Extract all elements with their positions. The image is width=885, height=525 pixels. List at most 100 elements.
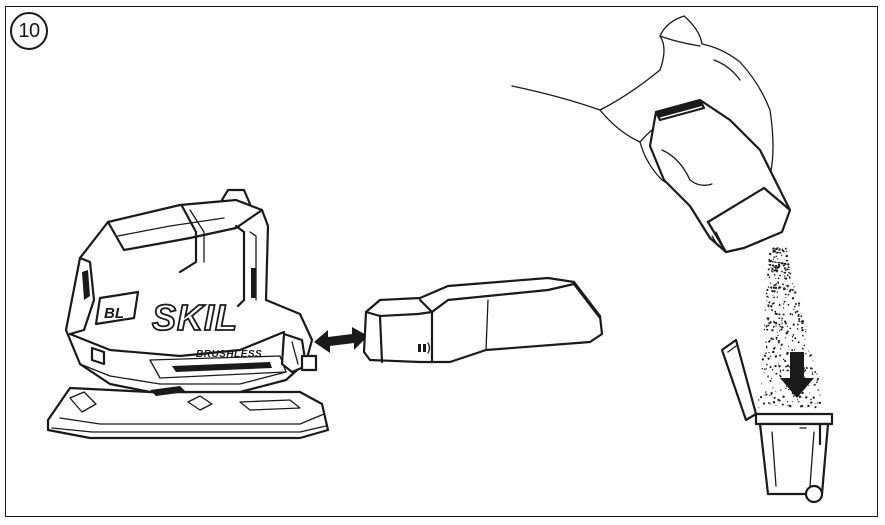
dust-particle: [794, 311, 797, 314]
dust-particle: [780, 389, 782, 391]
dust-particle: [771, 286, 773, 288]
dust-particle: [763, 324, 766, 326]
dust-particle: [770, 287, 773, 289]
dust-particle: [781, 403, 784, 406]
dust-particle: [778, 248, 781, 251]
dust-particle: [803, 344, 806, 347]
dust-particle: [775, 372, 778, 375]
dust-particle: [771, 268, 774, 271]
dust-particle: [771, 368, 774, 371]
dust-particle: [780, 343, 783, 346]
dust-particle: [788, 290, 791, 293]
dust-particle: [765, 393, 768, 396]
dust-particle: [772, 261, 774, 263]
dust-particle: [777, 363, 780, 365]
dust-particle: [774, 286, 778, 290]
dust-particle: [779, 369, 782, 371]
dust-particle: [764, 394, 766, 396]
dust-particle: [775, 325, 777, 327]
dust-particle: [771, 289, 774, 293]
dust-particle: [769, 355, 772, 357]
dust-particle: [780, 345, 782, 347]
dust-particle: [810, 401, 813, 404]
dust-particle: [779, 370, 782, 373]
dust-particle: [766, 300, 768, 302]
dust-particle: [791, 336, 794, 338]
dust-particle: [784, 262, 787, 266]
dust-particle: [775, 322, 778, 325]
dust-particle: [769, 260, 772, 263]
dust-particle: [765, 391, 767, 393]
dust-particle: [801, 396, 803, 398]
dust-particle: [789, 272, 792, 275]
dust-particle: [773, 256, 776, 258]
dust-particle: [764, 309, 767, 311]
dust-particle: [769, 321, 772, 324]
dust-particle: [773, 273, 776, 276]
dust-particle: [779, 354, 782, 357]
dust-particle: [777, 263, 781, 266]
dust-particle: [768, 276, 770, 279]
dust-particle: [788, 268, 790, 271]
dust-particle: [783, 271, 785, 274]
dust-particle: [797, 313, 800, 316]
dust-particle: [778, 330, 781, 332]
dust-particle: [783, 300, 786, 303]
dust-particle: [789, 327, 791, 330]
dust-particle: [762, 402, 765, 405]
dust-particle: [798, 302, 801, 305]
dust-particle: [778, 286, 780, 289]
dust-particle: [805, 328, 807, 331]
dust-particle: [770, 305, 773, 308]
dust-particle: [770, 393, 772, 396]
dust-particle: [773, 320, 775, 323]
dust-particle: [769, 252, 772, 256]
bl-badge-text: BL: [104, 305, 124, 322]
dust-particle: [798, 321, 800, 323]
dust-particle: [786, 325, 788, 328]
dust-particle: [763, 328, 766, 331]
dust-particle: [765, 292, 768, 295]
dust-particle: [804, 369, 807, 372]
dust-particle: [771, 309, 773, 312]
dust-particle: [803, 371, 806, 373]
dust-particle: [788, 404, 790, 406]
dust-particle: [787, 388, 790, 391]
dust-particle: [786, 351, 789, 355]
trash-bin-icon: [720, 338, 834, 504]
dust-particle: [797, 315, 800, 318]
dust-particle: [801, 326, 803, 329]
dust-particle: [784, 359, 787, 363]
dust-particle: [779, 375, 782, 378]
dust-particle: [767, 296, 769, 298]
dust-particle: [775, 269, 779, 272]
dust-particle: [773, 249, 776, 252]
dust-particle: [798, 317, 801, 321]
dust-particle: [787, 266, 790, 269]
dust-particle: [796, 323, 799, 326]
dust-particle: [809, 392, 811, 394]
dust-particle: [809, 367, 812, 370]
dust-particle: [772, 302, 775, 305]
dust-particle: [778, 304, 781, 306]
dust-particle: [778, 313, 781, 316]
dust-particle: [814, 406, 817, 409]
dust-particle: [786, 285, 789, 288]
dust-particle: [774, 355, 777, 358]
dust-particle: [775, 277, 777, 279]
sander-tool: [46, 188, 330, 440]
dust-particle: [817, 402, 819, 404]
dust-particle: [805, 366, 808, 370]
dust-particle: [786, 364, 790, 367]
dust-particle: [778, 365, 781, 368]
dust-particle: [785, 297, 787, 299]
dust-particle: [777, 261, 779, 264]
dust-particle: [780, 328, 783, 331]
dust-particle: [769, 340, 771, 342]
dust-particle: [767, 268, 770, 271]
dust-particle: [781, 317, 783, 319]
dust-particle: [766, 317, 769, 320]
dust-particle: [763, 354, 767, 357]
dust-particle: [772, 286, 776, 289]
